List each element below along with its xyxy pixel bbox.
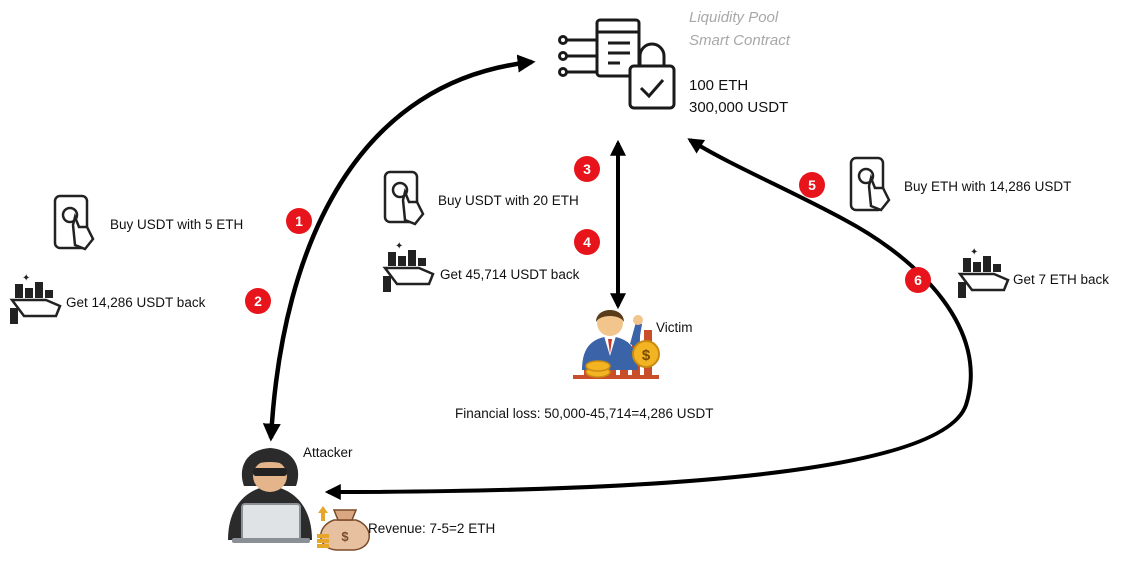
step-6-label: Get 7 ETH back bbox=[1013, 272, 1110, 287]
pool-title-line2: Smart Contract bbox=[689, 32, 790, 49]
hand-money-icon: ✦ bbox=[9, 273, 62, 324]
victim-loss-text: Financial loss: 50,000-45,714=4,286 USDT bbox=[455, 406, 714, 421]
step-3-badge: 3 bbox=[574, 156, 600, 182]
hand-money-icon: ✦ bbox=[957, 247, 1010, 298]
money-bag-icon: $ bbox=[317, 506, 370, 551]
step-4-label: Get 45,714 USDT back bbox=[440, 267, 580, 282]
arrow-pool-return bbox=[324, 138, 973, 500]
step-5-label: Buy ETH with 14,286 USDT bbox=[904, 179, 1072, 194]
smart-contract-lock-icon bbox=[558, 18, 676, 110]
investor-icon: $ bbox=[573, 310, 660, 379]
victim-label: Victim bbox=[656, 320, 693, 335]
step-6-badge: 6 bbox=[905, 267, 931, 293]
step-3-label: Buy USDT with 20 ETH bbox=[438, 193, 579, 208]
hacker-laptop-icon bbox=[228, 448, 312, 543]
svg-text:$: $ bbox=[642, 347, 651, 364]
svg-text:✦: ✦ bbox=[970, 247, 978, 258]
step-1-label: Buy USDT with 5 ETH bbox=[110, 217, 244, 232]
svg-text:✦: ✦ bbox=[395, 241, 403, 252]
pool-balance-eth: 100 ETH bbox=[689, 77, 749, 94]
step-4-badge: 4 bbox=[574, 229, 600, 255]
step-1-badge: 1 bbox=[286, 208, 312, 234]
svg-text:✦: ✦ bbox=[22, 273, 30, 284]
step-2-badge: 2 bbox=[245, 288, 271, 314]
step-2-label: Get 14,286 USDT back bbox=[66, 295, 206, 310]
svg-text:$: $ bbox=[341, 529, 349, 544]
pool-balance-usdt: 300,000 USDT bbox=[689, 99, 789, 116]
phone-tap-icon bbox=[849, 156, 891, 212]
phone-tap-icon bbox=[383, 170, 425, 226]
phone-tap-icon bbox=[53, 194, 95, 251]
pool-title-line1: Liquidity Pool bbox=[689, 9, 779, 26]
attacker-label: Attacker bbox=[303, 445, 353, 460]
hand-money-icon: ✦ bbox=[382, 241, 435, 292]
step-5-badge: 5 bbox=[799, 172, 825, 198]
attacker-revenue-text: Revenue: 7-5=2 ETH bbox=[368, 521, 496, 536]
